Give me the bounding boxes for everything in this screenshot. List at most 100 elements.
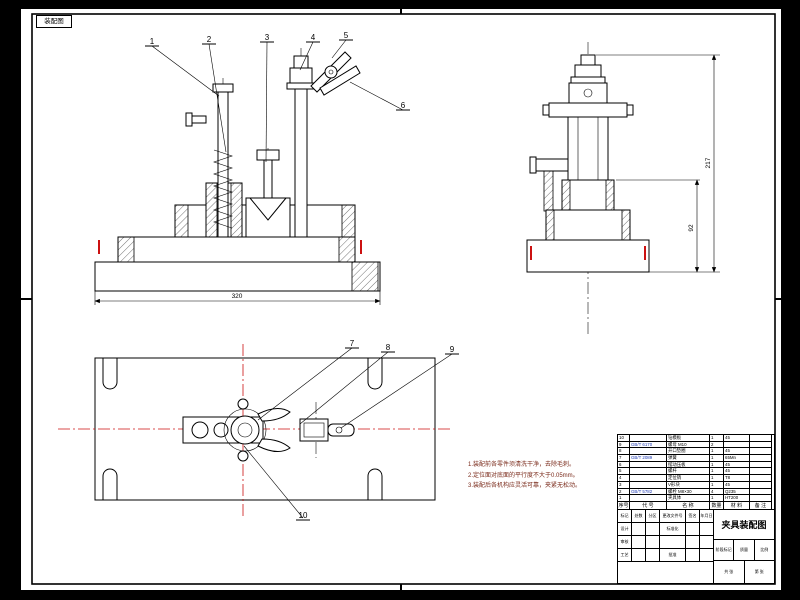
dimension-label: 320: [232, 293, 243, 300]
part-no: 9: [618, 441, 630, 449]
blank-cell: [700, 549, 713, 561]
pull-rod: [217, 91, 229, 238]
title-block-meta: 阶段标记 质量 比例: [714, 540, 774, 561]
drawing-number-cell: [618, 562, 713, 583]
callout-3: 3: [260, 33, 274, 163]
part-note: [750, 475, 772, 482]
blank-cell: [700, 523, 713, 535]
part-qty: 4: [710, 488, 724, 496]
meta-weight: 质量: [734, 540, 755, 560]
part-name: 开口垫圈: [667, 448, 710, 456]
part-material: [724, 441, 750, 449]
note-line: 2.定位面对底面的平行度不大于0.05mm。: [468, 472, 579, 479]
hex-nut: [574, 64, 602, 78]
part-qty: 1: [710, 468, 724, 476]
callout-10: 10: [243, 445, 310, 521]
part-no: 2: [618, 488, 630, 496]
parts-list: 10 钻模板 1 45 9 GB/T 6170 螺母 M10 2 8 开口垫圈: [617, 434, 775, 511]
part-qty: 1: [710, 475, 724, 482]
part-qty: 2: [710, 441, 724, 449]
dimension-side-total: 217: [596, 54, 720, 273]
part-note: [750, 468, 772, 476]
part-name: 钻模板: [667, 435, 710, 442]
v-block: [245, 197, 291, 238]
bolt-slot: [102, 358, 118, 390]
part-name: 螺杆: [667, 468, 710, 476]
part-material: 45: [724, 448, 750, 456]
callout-label: 4: [311, 33, 316, 42]
part-no: 10: [618, 435, 630, 442]
callout-label: 9: [450, 345, 455, 354]
side-view: 217 92: [526, 42, 720, 335]
part-material: 45: [724, 481, 750, 489]
sheet-frame: [20, 8, 782, 591]
part-no: 1: [618, 495, 630, 502]
bolt-slot: [367, 358, 383, 390]
part-name: 螺母 M10: [667, 441, 710, 449]
role-row-design: 设计 标准化: [618, 523, 713, 536]
note-line: 1.装配前各零件须清洗干净，去除毛刺。: [468, 462, 576, 468]
parts-list-row: 9 GB/T 6170 螺母 M10 2: [618, 441, 774, 449]
part-qty: 1: [710, 495, 724, 502]
bolt-slot: [367, 468, 383, 500]
callout-8: 8: [299, 343, 395, 425]
drawing-title: 夹具装配图: [714, 510, 774, 540]
callout-6: 6: [349, 81, 410, 111]
callout-label: 2: [207, 35, 212, 44]
part-name: 定位销: [667, 475, 710, 482]
part-name: V形块: [667, 481, 710, 489]
part-material: 45: [724, 435, 750, 442]
role-row-process: 工艺 批准: [618, 549, 713, 562]
header-no: 序号: [618, 501, 630, 510]
part-code: GB/T 2089: [630, 455, 667, 462]
part-note: [750, 441, 772, 449]
part-note: [750, 455, 772, 462]
part-material: HT200: [724, 495, 750, 502]
title-block: 标记 处数 分区 更改文件号 签名 年月日 设计 标准化 审核 工艺: [617, 509, 775, 584]
part-material: T8: [724, 475, 750, 482]
blank-cell: [686, 536, 700, 548]
front-view: 320 1 2 3 4 5 6: [94, 31, 410, 305]
part-note: [750, 488, 772, 496]
part-code: [630, 475, 667, 482]
spring: [213, 149, 233, 229]
parts-list-header: 序号 代 号 名 称 数量 材 料 备 注: [618, 501, 774, 510]
callout-7: 7: [257, 339, 359, 421]
part-qty: 1: [710, 461, 724, 469]
parts-list-row: 3 V形块 1 45: [618, 481, 774, 489]
dimension-front-base: 320: [94, 291, 381, 305]
blank-cell: [686, 523, 700, 535]
parts-list-rows: 10 钻模板 1 45 9 GB/T 6170 螺母 M10 2 8 开口垫圈: [618, 435, 774, 502]
callout-label: 3: [265, 33, 270, 42]
parts-list-row: 6 摆动压板 1 45: [618, 461, 774, 469]
part-code: GB/T 5782: [630, 488, 667, 496]
dimension-side-base: 92: [616, 179, 700, 273]
part-code: [630, 448, 667, 456]
rev-h: 更改文件号: [660, 510, 686, 522]
side-pin: [543, 170, 554, 212]
part-no: 8: [618, 448, 630, 456]
top-view: 7 8 9 10: [58, 339, 459, 521]
technical-notes: 1.装配前各零件须清洗干净，去除毛刺。 2.定位面对底面的平行度不大于0.05m…: [468, 460, 614, 492]
part-no: 5: [618, 468, 630, 476]
parts-list-row: 8 开口垫圈 1 45: [618, 448, 774, 456]
role-standard: 标准化: [660, 523, 686, 535]
rev-h: 处数: [632, 510, 646, 522]
callout-2: 2: [202, 35, 227, 153]
blank-cell: [700, 536, 713, 548]
part-no: 7: [618, 455, 630, 462]
rev-h: 标记: [618, 510, 632, 522]
callout-1: 1: [145, 37, 220, 97]
callout-9: 9: [340, 345, 459, 429]
part-no: 3: [618, 481, 630, 489]
blank-cell: [646, 523, 660, 535]
header-material: 材 料: [724, 501, 750, 510]
rev-h: 签名: [686, 510, 700, 522]
slide-arm: [327, 423, 355, 437]
callout-label: 1: [150, 37, 155, 46]
note-line: 3.装配后各机构应灵活可靠，夹紧无松动。: [468, 483, 582, 489]
blank-cell: [632, 549, 646, 561]
bolt-slot: [102, 468, 118, 500]
part-code: GB/T 6170: [630, 441, 667, 449]
